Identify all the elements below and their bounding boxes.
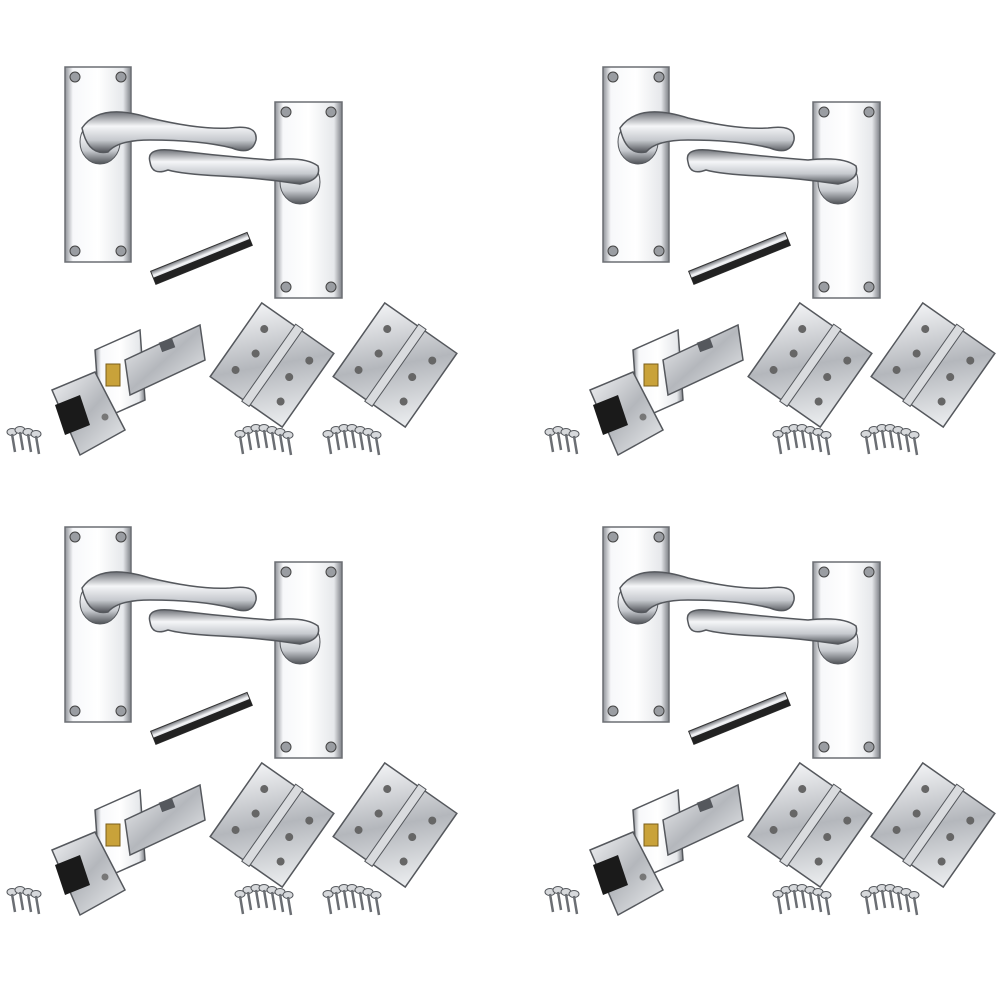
lever-handle-icon bbox=[538, 520, 1000, 940]
door-handle-kit-2 bbox=[538, 60, 1000, 480]
lever-handle-icon bbox=[538, 60, 1000, 480]
lever-handle-icon bbox=[0, 520, 470, 940]
door-handle-kit-3 bbox=[0, 520, 470, 940]
door-handle-kit-1 bbox=[0, 60, 470, 480]
door-handle-kit-4 bbox=[538, 520, 1000, 940]
lever-handle-icon bbox=[0, 60, 470, 480]
